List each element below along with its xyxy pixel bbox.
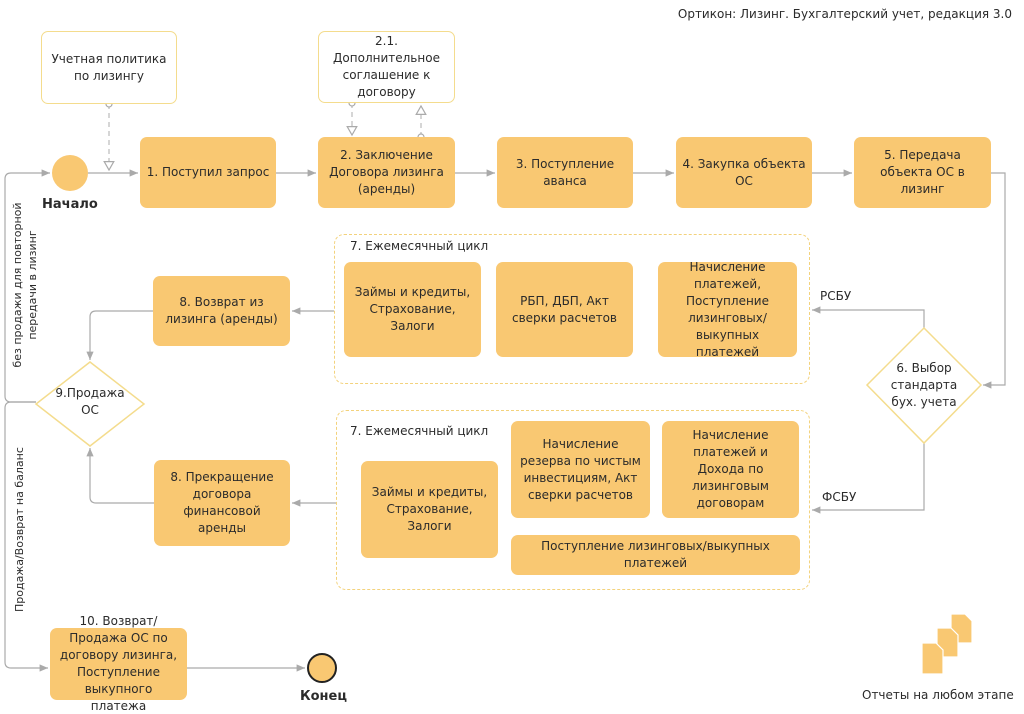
edge-label-rsbu: РСБУ [820, 289, 852, 303]
reports-label: Отчеты на любом этапе [862, 688, 1014, 702]
note-accounting-policy[interactable]: Учетная политика по лизингу [41, 31, 177, 104]
task-2[interactable]: 2. Заключение Договора лизинга (аренды) [318, 137, 455, 208]
gateway-6-shape [865, 326, 983, 445]
flow-g9-start [4, 169, 50, 403]
cycle-fsbu-title: 7. Ежемесячный цикл [350, 424, 489, 438]
flow-g9-t10 [4, 401, 48, 672]
cycle-fsbu-item[interactable]: Поступление лизинговых/выкупных платежей [511, 535, 800, 575]
edge-label-no-sale: без продажи для повторной передачи в лиз… [11, 202, 39, 368]
task-8-termination[interactable]: 8. Прекращение договора финансовой аренд… [154, 460, 290, 546]
edge-label-fsbu: ФСБУ [822, 490, 857, 504]
task-3[interactable]: 3. Поступление аванса [497, 137, 633, 208]
cycle-rsbu-title: 7. Ежемесячный цикл [350, 239, 489, 253]
cycle-rsbu-item[interactable]: Начисление платежей, Поступление лизинго… [658, 260, 797, 359]
task-10[interactable]: 10. Возврат/Продажа ОС по договору лизин… [50, 614, 187, 713]
start-event[interactable] [52, 155, 88, 191]
cycle-rsbu-item[interactable]: РБП, ДБП, Акт сверки расчетов [496, 262, 633, 357]
flow-g6-fsbu [812, 443, 925, 514]
documents-icon [921, 613, 973, 675]
task-4[interactable]: 4. Закупка объекта ОС [676, 137, 812, 208]
task-8-return[interactable]: 8. Возврат из лизинга (аренды) [153, 276, 290, 346]
task-1[interactable]: 1. Поступил запрос [140, 137, 276, 208]
flow-g6-rsbu [812, 306, 925, 328]
flow-t5-g6 [983, 172, 1006, 389]
diagram-title: Ортикон: Лизинг. Бухгалтерский учет, ред… [677, 7, 1012, 21]
gateway-9[interactable]: 9.Продажа ОС [55, 386, 125, 417]
end-label: Конец [300, 689, 347, 704]
task-5[interactable]: 5. Передача объекта ОС в лизинг [854, 137, 991, 208]
gateway-9-shape [34, 361, 146, 447]
flow-t8a-g9 [86, 310, 153, 360]
cycle-rsbu-item[interactable]: Займы и кредиты, Страхование, Залоги [344, 262, 481, 357]
edge-label-sale: Продажа/Возврат на баланс [13, 447, 26, 612]
note-addendum[interactable]: 2.1. Дополнительное соглашение к договор… [318, 31, 455, 103]
gateway-6[interactable]: 6. Выбор стандарта бух. учета [890, 361, 958, 409]
flow-t8b-g9 [86, 448, 154, 504]
cycle-rsbu-group [334, 234, 810, 384]
cycle-fsbu-item[interactable]: Займы и кредиты, Страхование, Залоги [361, 461, 498, 558]
cycle-fsbu-item[interactable]: Начисление резерва по чистым инвестициям… [511, 421, 650, 518]
cycle-fsbu-item[interactable]: Начисление платежей и Дохода по лизингов… [662, 421, 799, 518]
start-label: Начало [42, 197, 98, 212]
cycle-fsbu-group [336, 410, 810, 590]
end-event[interactable] [307, 653, 337, 683]
